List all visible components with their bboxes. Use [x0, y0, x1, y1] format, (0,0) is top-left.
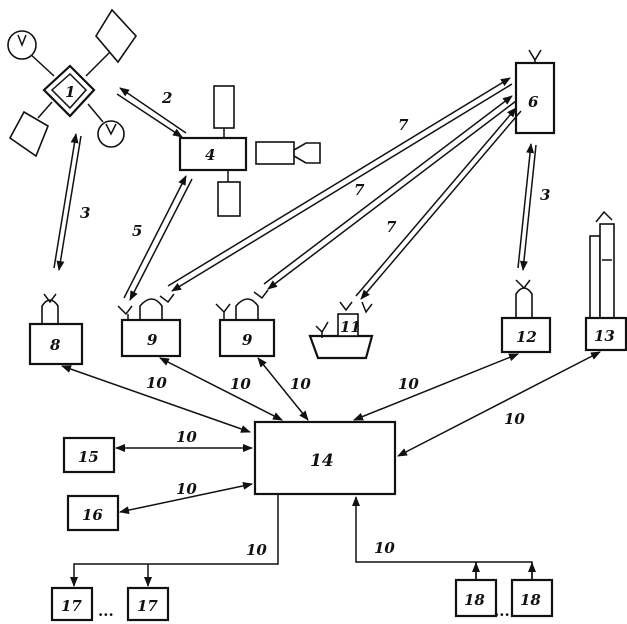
link-10-from-15: 10	[115, 428, 253, 452]
ground-station-8: 8	[28, 293, 84, 366]
terminal-17-left: 17	[50, 586, 94, 622]
link-label-10-13: 10	[504, 410, 525, 428]
link-label-10-9b: 10	[290, 375, 311, 393]
link-label-3a: 3	[80, 204, 90, 222]
link-10-from-16: 10	[119, 480, 253, 515]
link-10-from-9a: 10	[159, 357, 283, 421]
ground-station-12: 12	[500, 279, 552, 354]
link-7-to-9-left: 7	[167, 77, 513, 292]
panel-bottom	[217, 181, 241, 217]
terminal-15: 15	[62, 436, 116, 474]
ship-superstructure	[337, 313, 359, 337]
node-label-1: 1	[65, 83, 75, 101]
link-7-to-9-right: 7	[263, 95, 517, 290]
central-node-14: 14	[253, 420, 397, 496]
link-label-10-17: 10	[246, 541, 267, 559]
link-label-7c: 7	[386, 218, 397, 236]
station-4-body	[178, 136, 248, 172]
station-13-body	[584, 316, 627, 352]
ground-station-9-right: 9	[215, 289, 276, 358]
link-10-from-13: 10	[397, 351, 601, 457]
terminal-17-right: 17	[126, 586, 170, 622]
link-10-to-17: 10	[70, 494, 279, 587]
solar-panel-top-right	[95, 8, 138, 64]
solar-panel-bottom-left	[8, 110, 49, 158]
link-10-from-12: 10	[353, 353, 519, 421]
node-label-11: 11	[340, 318, 361, 336]
link-label-10-15: 10	[176, 428, 197, 446]
station-6-body	[514, 61, 556, 135]
tower-mast	[589, 235, 601, 321]
link-label-2: 2	[161, 89, 172, 107]
link-10-from-18: 10	[352, 496, 536, 580]
link-3-right: 3	[517, 143, 550, 271]
node-label-17a: 17	[61, 597, 82, 615]
ellipsis-18: ...	[494, 602, 510, 620]
station-9a-body	[120, 318, 182, 358]
link-10-from-9b: 10	[257, 357, 311, 421]
station-8-body	[28, 322, 84, 366]
link-3-left: 3	[53, 133, 90, 271]
node-label-6: 6	[528, 93, 539, 111]
node-label-18b: 18	[520, 591, 541, 609]
node-label-13: 13	[594, 327, 615, 345]
node-label-12: 12	[516, 328, 537, 346]
ellipsis-17: ...	[98, 602, 114, 620]
node-label-14: 14	[310, 451, 334, 471]
tower-shaft	[599, 223, 615, 321]
link-label-7b: 7	[354, 181, 365, 199]
camera-body	[255, 141, 295, 165]
node-label-9a: 9	[147, 331, 158, 349]
link-label-10-18: 10	[374, 539, 395, 557]
ship-11: 11	[308, 301, 374, 360]
station-9b-body	[218, 318, 276, 358]
node-label-16: 16	[82, 506, 103, 524]
terminal-16: 16	[66, 494, 120, 532]
station-6: 6	[514, 49, 556, 135]
ground-station-9-left: 9	[117, 293, 182, 358]
terminal-18-right: 18	[510, 578, 554, 618]
terminal-18-left: 18	[454, 578, 498, 618]
center-14-body	[253, 420, 397, 496]
panel-top	[213, 85, 235, 129]
satellite-1: 1	[7, 8, 138, 158]
link-5: 5	[123, 175, 193, 301]
link-label-10-16: 10	[176, 480, 197, 498]
link-2: 2	[116, 87, 187, 138]
link-label-10-12: 10	[398, 375, 419, 393]
node-label-4: 4	[205, 146, 215, 164]
node-label-17b: 17	[137, 597, 158, 615]
link-7-to-11: 7	[355, 107, 522, 300]
node-label-18a: 18	[464, 591, 485, 609]
satellite-body	[42, 64, 96, 118]
tower-13: 13	[584, 210, 627, 352]
node-label-8: 8	[50, 336, 61, 354]
ship-hull	[308, 334, 374, 360]
camera-lens	[293, 142, 321, 164]
station-4: 4	[178, 85, 321, 217]
link-label-10-8: 10	[146, 374, 167, 392]
node-label-15: 15	[78, 448, 99, 466]
link-label-3b: 3	[540, 186, 550, 204]
link-label-10-9a: 10	[230, 375, 251, 393]
link-label-5: 5	[132, 222, 142, 240]
node-label-9b: 9	[242, 331, 253, 349]
link-10-from-8: 10	[61, 365, 251, 433]
link-label-7a: 7	[398, 116, 409, 134]
